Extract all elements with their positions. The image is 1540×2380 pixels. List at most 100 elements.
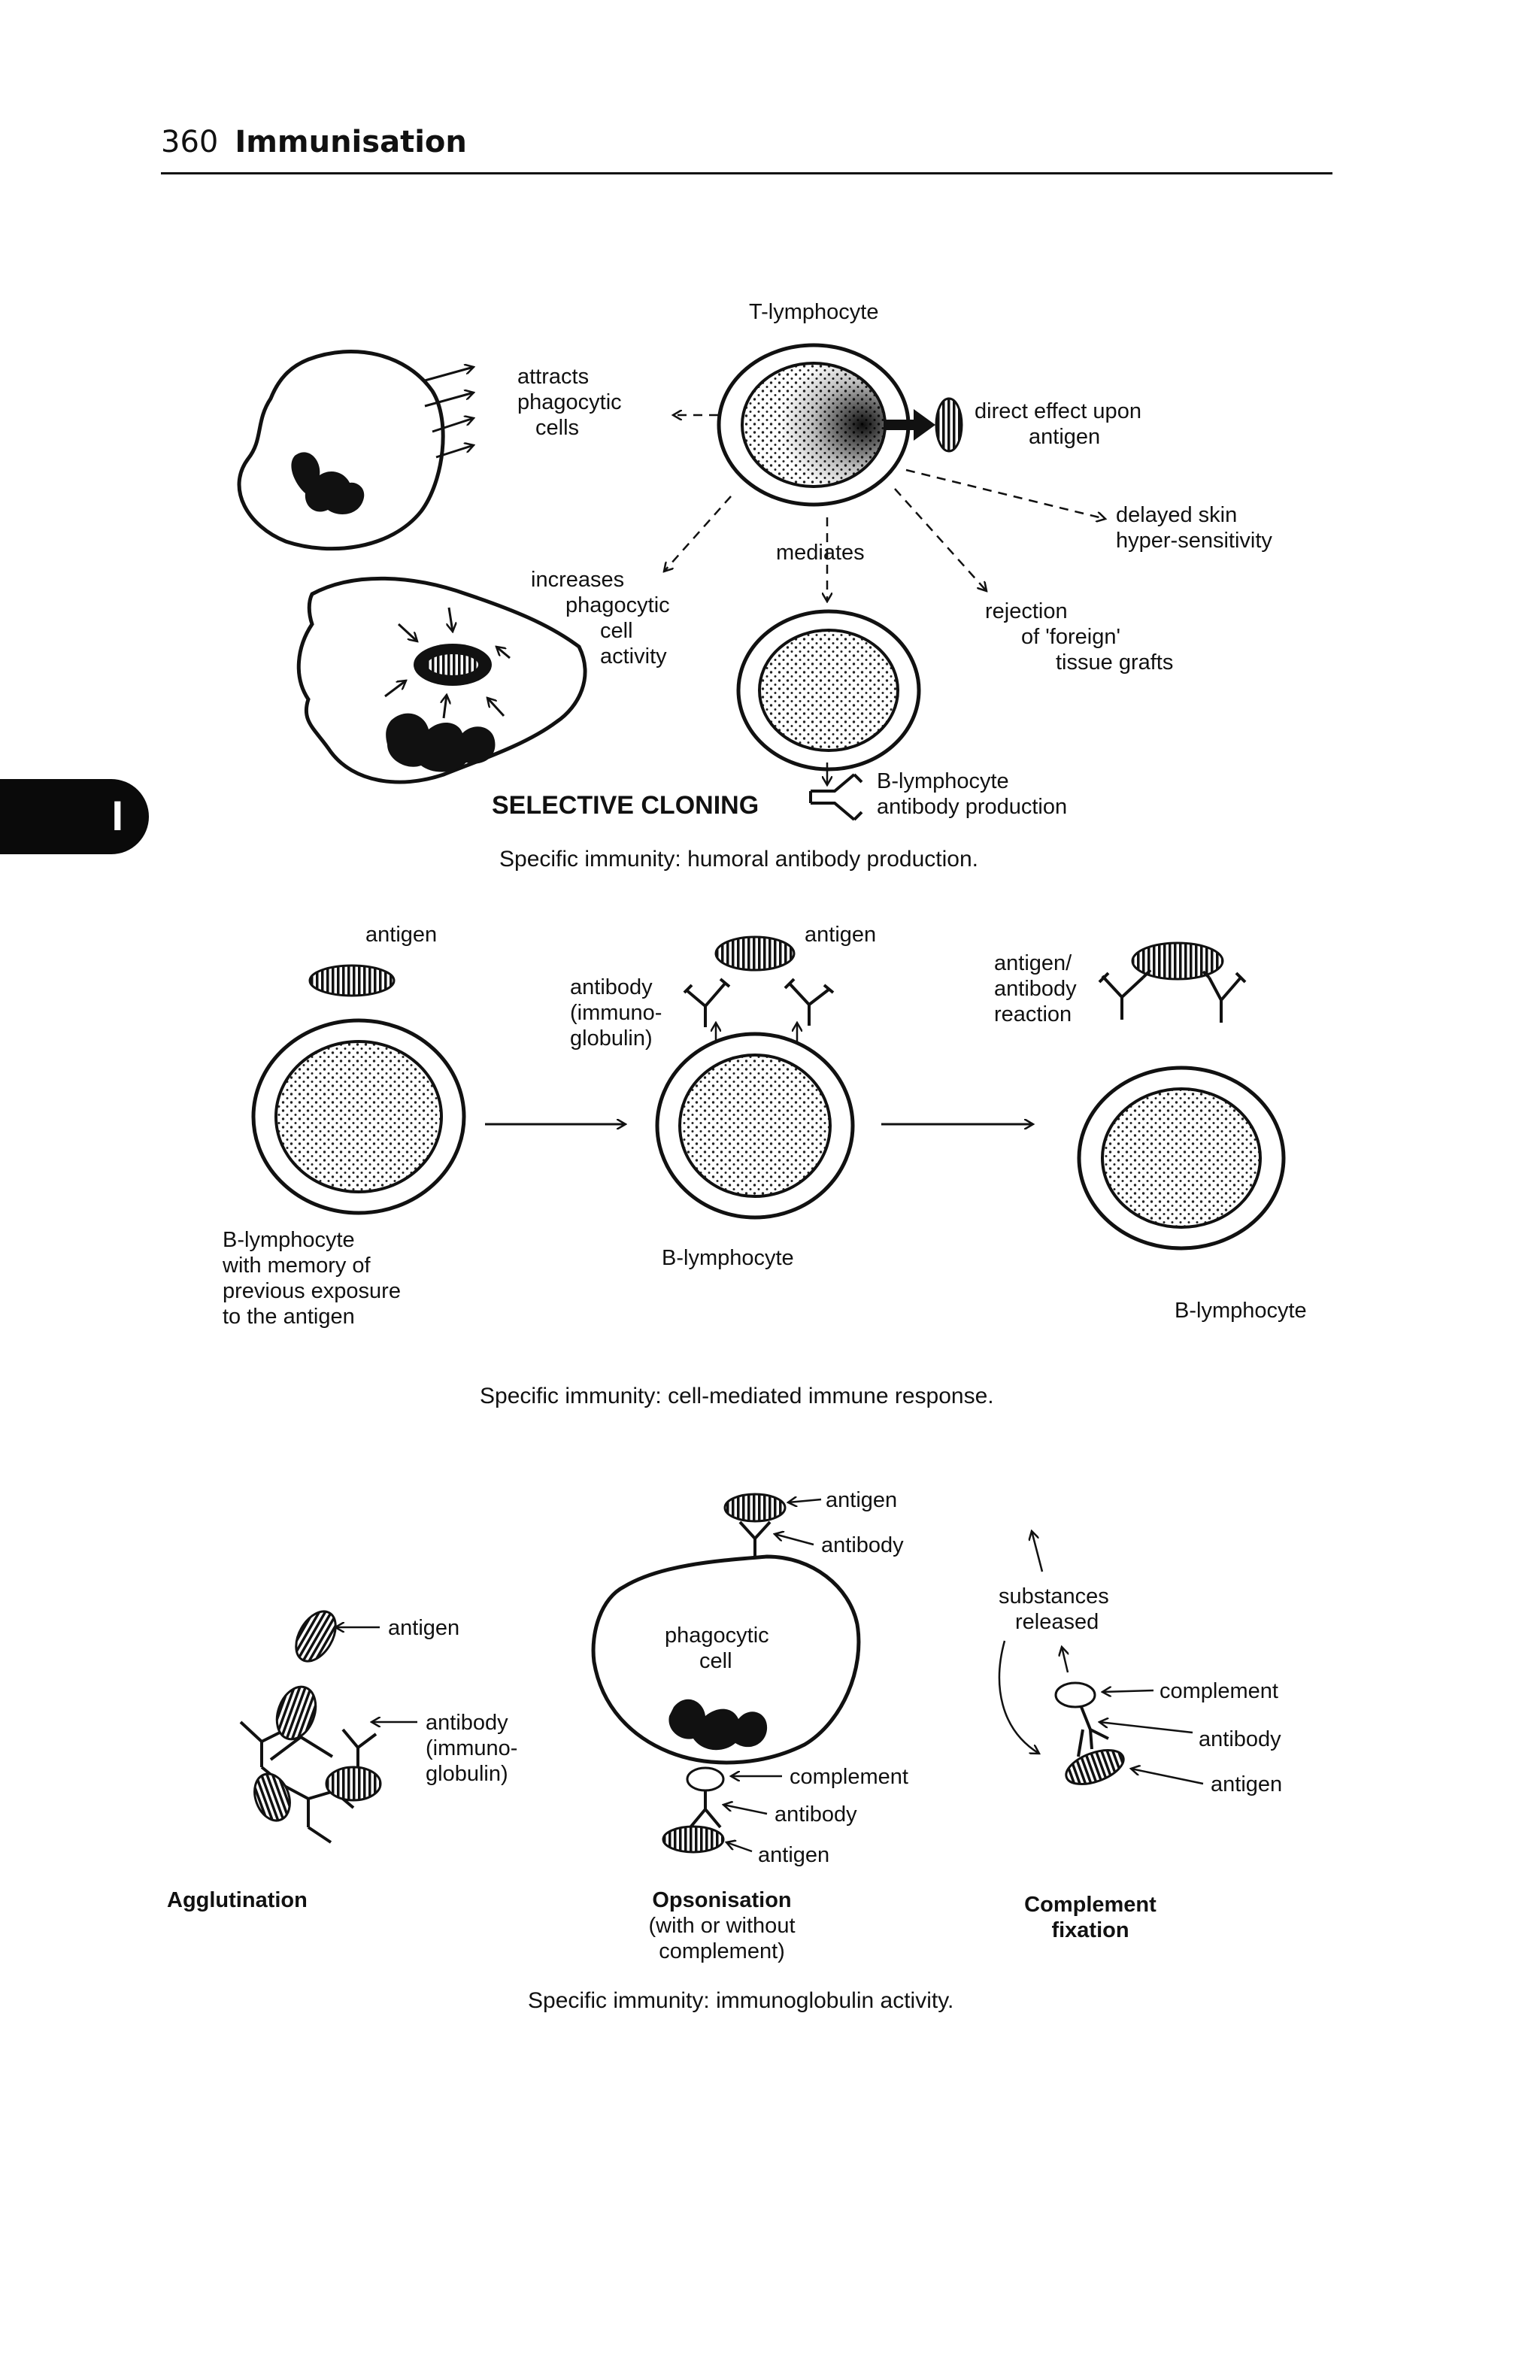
ops-antigen-top-label: antigen <box>826 1488 897 1512</box>
cf-antibody-label: antibody <box>1199 1727 1281 1751</box>
ops-phagocyte <box>591 1554 861 1765</box>
antibody-symbol-fig1 <box>809 773 863 821</box>
antigen-label-left: antigen <box>365 923 437 947</box>
b-lymphocyte-mid-label: B-lymphocyte <box>662 1246 794 1270</box>
opsonisation-sub-2: complement) <box>659 1939 785 1963</box>
cf-substances-2: released <box>1015 1610 1099 1634</box>
running-header: 360 Immunisation <box>161 125 467 159</box>
cf-antigen-arrow <box>1131 1769 1204 1785</box>
antigen-left <box>308 964 396 997</box>
increases-4: activity <box>600 644 667 669</box>
ops-cell-label-2: cell <box>699 1649 732 1673</box>
ops-cell-label-1: phagocytic <box>665 1624 769 1648</box>
caption-figure1: Specific immunity: humoral antibody prod… <box>499 847 978 872</box>
rejection-2: of 'foreign' <box>1021 625 1120 649</box>
ops-antibody-top <box>738 1520 772 1557</box>
cf-complement-label: complement <box>1160 1679 1278 1703</box>
ops-phagocyte-nucleus <box>668 1699 768 1751</box>
b-lymphocyte-right-nucleus <box>1101 1087 1262 1229</box>
delayed-skin-2: hyper-sensitivity <box>1116 529 1272 553</box>
b-production-1: B-lymphocyte <box>877 769 1009 793</box>
ops-antibody-arrow <box>723 1805 768 1815</box>
reaction-3: reaction <box>994 1002 1072 1026</box>
caption-figure3: Specific immunity: immunoglobulin activi… <box>528 1988 953 2013</box>
phagocyte-nucleus-2 <box>386 713 496 772</box>
ops-antibody-top-label: antibody <box>821 1533 904 1557</box>
increases-1: increases <box>531 568 624 592</box>
cf-title-2: fixation <box>1051 1918 1129 1942</box>
selective-cloning-label: SELECTIVE CLONING <box>492 791 759 820</box>
opsonisation-sub-1: (with or without <box>648 1914 795 1938</box>
cf-antigen-label: antigen <box>1211 1772 1282 1796</box>
agglutination-title: Agglutination <box>167 1888 308 1912</box>
header-rule <box>161 172 1332 174</box>
direct-effect-2: antigen <box>1029 425 1100 449</box>
direct-effect-1: direct effect upon <box>975 399 1141 423</box>
b-lymphocyte-mid-nucleus <box>678 1054 832 1198</box>
antigen-mid <box>714 935 796 972</box>
b-memory-1: B-lymphocyte <box>223 1228 355 1252</box>
b-production-2: antibody production <box>877 795 1067 819</box>
caption-figure2: Specific immunity: cell-mediated immune … <box>480 1384 994 1408</box>
aggl-antibody-1: antibody <box>426 1711 508 1735</box>
phagocyte-top <box>237 350 445 551</box>
cf-complement-arrow <box>1102 1690 1154 1692</box>
thumb-tab-label: I <box>111 792 123 839</box>
ops-complement <box>686 1766 725 1792</box>
chapter-thumb-tab: I <box>0 779 149 854</box>
phagocytosis-arrows <box>384 607 511 719</box>
ops-antibody-bottom-label: antibody <box>775 1802 857 1827</box>
b-memory-3: previous exposure <box>223 1279 401 1303</box>
t-cell-dashed-arrows <box>664 415 1105 602</box>
ops-antigen-bottom <box>662 1825 725 1854</box>
b-lymphocyte-nucleus-1 <box>758 629 899 752</box>
mediates-label: mediates <box>776 541 865 565</box>
increases-3: cell <box>600 619 633 643</box>
rejection-3: tissue grafts <box>1056 650 1173 675</box>
t-lymphocyte-label: T-lymphocyte <box>749 300 878 324</box>
ingested-particle <box>427 654 478 675</box>
antibody-binding-arrows <box>716 1023 797 1041</box>
attracts-label-3: cells <box>535 416 579 440</box>
figure3: antigen antibody (immuno- globulin) Aggl… <box>167 1488 1282 2013</box>
ops-antigen-top <box>723 1493 787 1523</box>
cf-up-arrow <box>1032 1531 1044 1572</box>
ops-complement-label: complement <box>790 1765 908 1789</box>
page-number: 360 <box>161 125 219 159</box>
cf-antibody-arrow <box>1099 1722 1193 1734</box>
phagocyte-nucleus <box>291 452 365 514</box>
ops-antibody-top-arrow <box>775 1534 814 1546</box>
antigen-vertical <box>935 397 963 453</box>
aggl-antigen-label: antigen <box>388 1616 459 1640</box>
increases-2: phagocytic <box>565 593 670 617</box>
antibodies-mid <box>683 978 835 1027</box>
ops-antigen-top-arrow <box>788 1499 822 1502</box>
reaction-2: antibody <box>994 977 1077 1001</box>
aggl-antibody-3: globulin) <box>426 1762 508 1786</box>
reaction-1: antigen/ <box>994 951 1072 975</box>
cf-release-arrow <box>1062 1647 1068 1673</box>
delayed-skin-1: delayed skin <box>1116 503 1237 527</box>
aggl-antibody-2: (immuno- <box>426 1736 517 1760</box>
antibody-label-1: antibody <box>570 975 653 999</box>
cf-complement <box>1054 1681 1096 1708</box>
ops-antigen-bottom-label: antigen <box>758 1843 829 1867</box>
cf-antigen <box>1065 1749 1125 1785</box>
antibody-label-3: globulin) <box>570 1026 653 1051</box>
antibody-label-2: (immuno- <box>570 1001 662 1025</box>
cf-title-1: Complement <box>1024 1893 1157 1917</box>
attracts-label-2: phagocytic <box>517 390 622 414</box>
antibody-complex <box>1098 969 1247 1023</box>
antigen-complex <box>1131 941 1224 981</box>
opsonisation-title: Opsonisation <box>652 1888 791 1912</box>
figure2: antigen B-lymphocyte with memory of prev… <box>222 923 1307 1408</box>
attraction-arrows <box>424 367 474 459</box>
attracts-label-1: attracts <box>517 365 589 389</box>
ops-antibody-bottom <box>689 1790 722 1829</box>
chapter-title: Immunisation <box>235 125 467 159</box>
direct-arrow <box>884 409 935 441</box>
agglutination-antigens <box>253 1610 382 1822</box>
rejection-1: rejection <box>985 599 1068 623</box>
b-lymphocyte-right-label: B-lymphocyte <box>1175 1299 1307 1323</box>
